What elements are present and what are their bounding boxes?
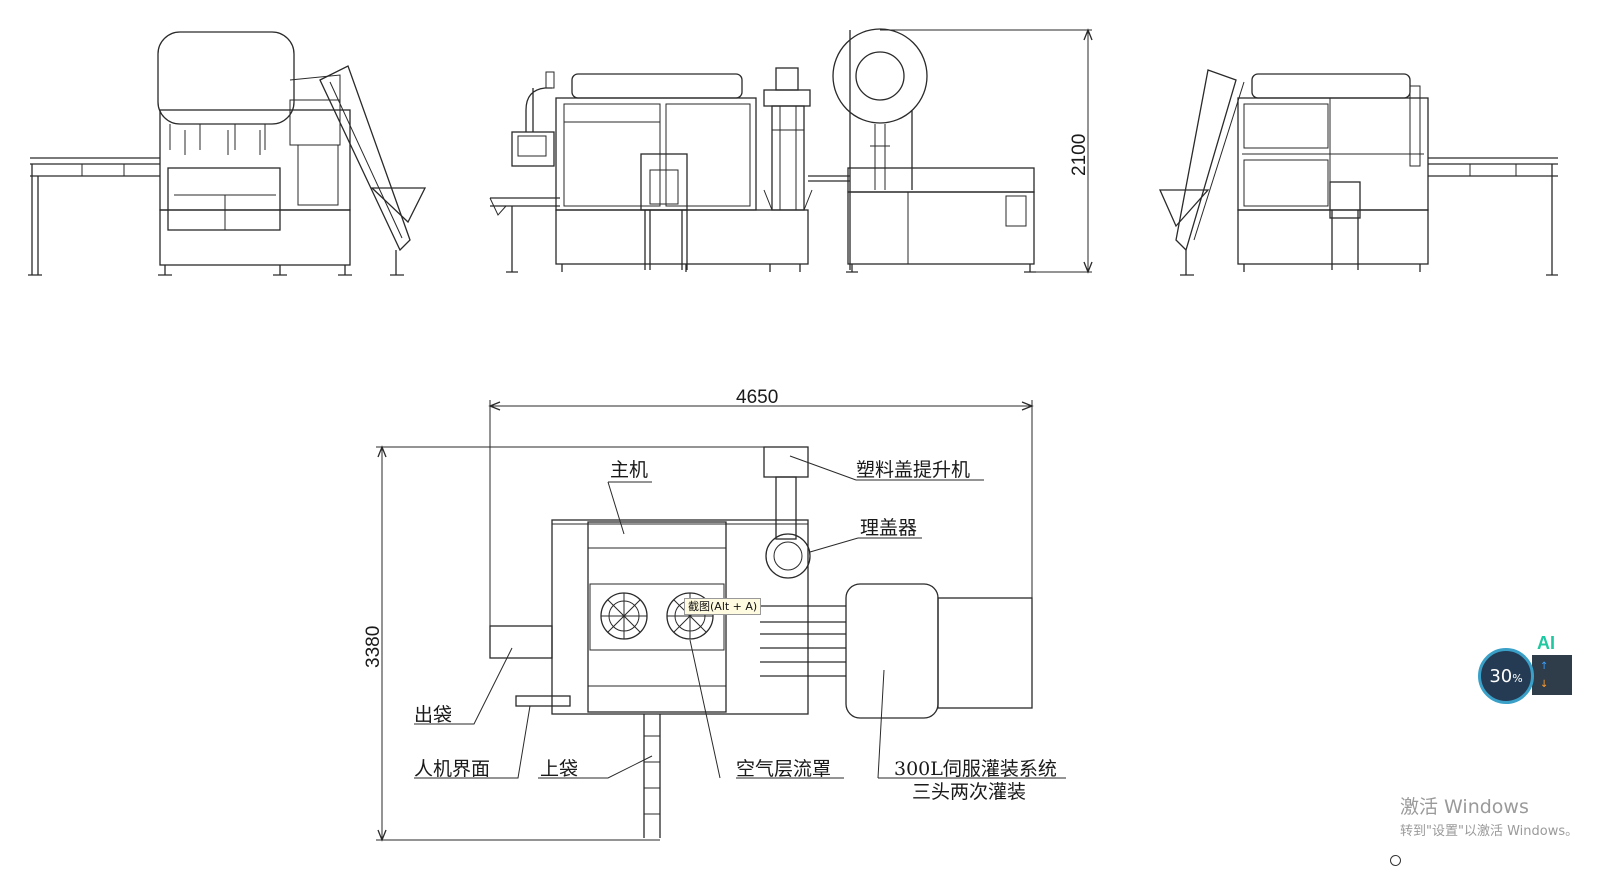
windows-activation-subtitle: 转到"设置"以激活 Windows。 [1400, 824, 1579, 839]
label-bag-out: 出袋 [414, 704, 452, 726]
download-arrow-icon: ↓ [1540, 679, 1549, 690]
plan-view [376, 400, 1066, 842]
ai-badge[interactable]: AI [1537, 633, 1555, 653]
label-bag-in: 上袋 [540, 758, 578, 780]
label-air-hood: 空气层流罩 [736, 758, 831, 780]
performance-widget-panel[interactable] [1532, 655, 1572, 695]
label-main-machine: 主机 [610, 459, 648, 481]
label-filling-heads: 三头两次灌装 [912, 781, 1026, 803]
label-cap-elevator: 塑料盖提升机 [856, 459, 970, 481]
screenshot-tooltip: 截图(Alt + A) [684, 598, 762, 615]
dimension-width: 4650 [736, 387, 778, 408]
windows-activation-title: 激活 Windows [1400, 796, 1529, 818]
elevation-view-rear [1158, 69, 1558, 276]
gauge-percent: 30 [1489, 665, 1513, 687]
label-cap-sorter: 理盖器 [860, 517, 917, 539]
label-filling-system: 300L伺服灌装系统 [894, 758, 1057, 780]
mouse-cursor-icon [1390, 855, 1401, 866]
elevation-view-front [489, 67, 813, 273]
elevation-view-front-left [28, 31, 427, 276]
elevation-view-side [808, 28, 1093, 274]
dimension-depth: 3380 [363, 626, 384, 668]
dimension-height: 2100 [1069, 134, 1090, 176]
performance-gauge[interactable]: 30% [1478, 648, 1534, 704]
label-hmi: 人机界面 [414, 758, 490, 780]
upload-arrow-icon: ↑ [1540, 661, 1549, 672]
gauge-percent-sign: % [1512, 672, 1523, 685]
